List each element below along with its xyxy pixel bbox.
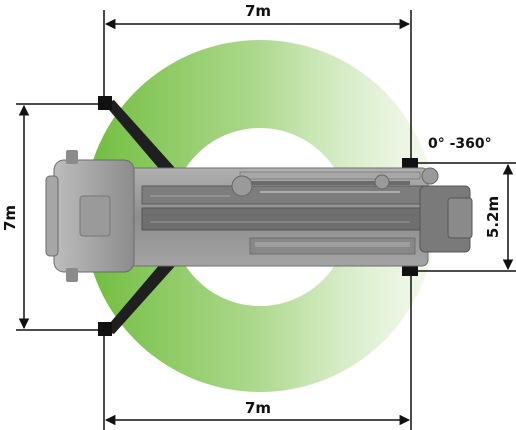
left-height-label: 7m [1, 205, 19, 231]
rear-outriggers [402, 158, 418, 276]
truck-body [127, 167, 473, 267]
slew-zone-ring [84, 40, 437, 392]
top-width-label: 7m [245, 2, 271, 20]
front-outriggers [98, 96, 184, 336]
dimension-bottom-width: 7m [103, 272, 412, 430]
truck-cab [45, 150, 135, 282]
rotation-range-label: 0° -360° [428, 136, 492, 152]
dimension-left-height: 7m [1, 103, 104, 331]
dimension-right-height: 5.2m [411, 162, 516, 272]
right-height-label: 5.2m [484, 196, 502, 238]
dimension-top-width: 7m [103, 2, 412, 162]
bottom-width-label: 7m [245, 399, 271, 417]
